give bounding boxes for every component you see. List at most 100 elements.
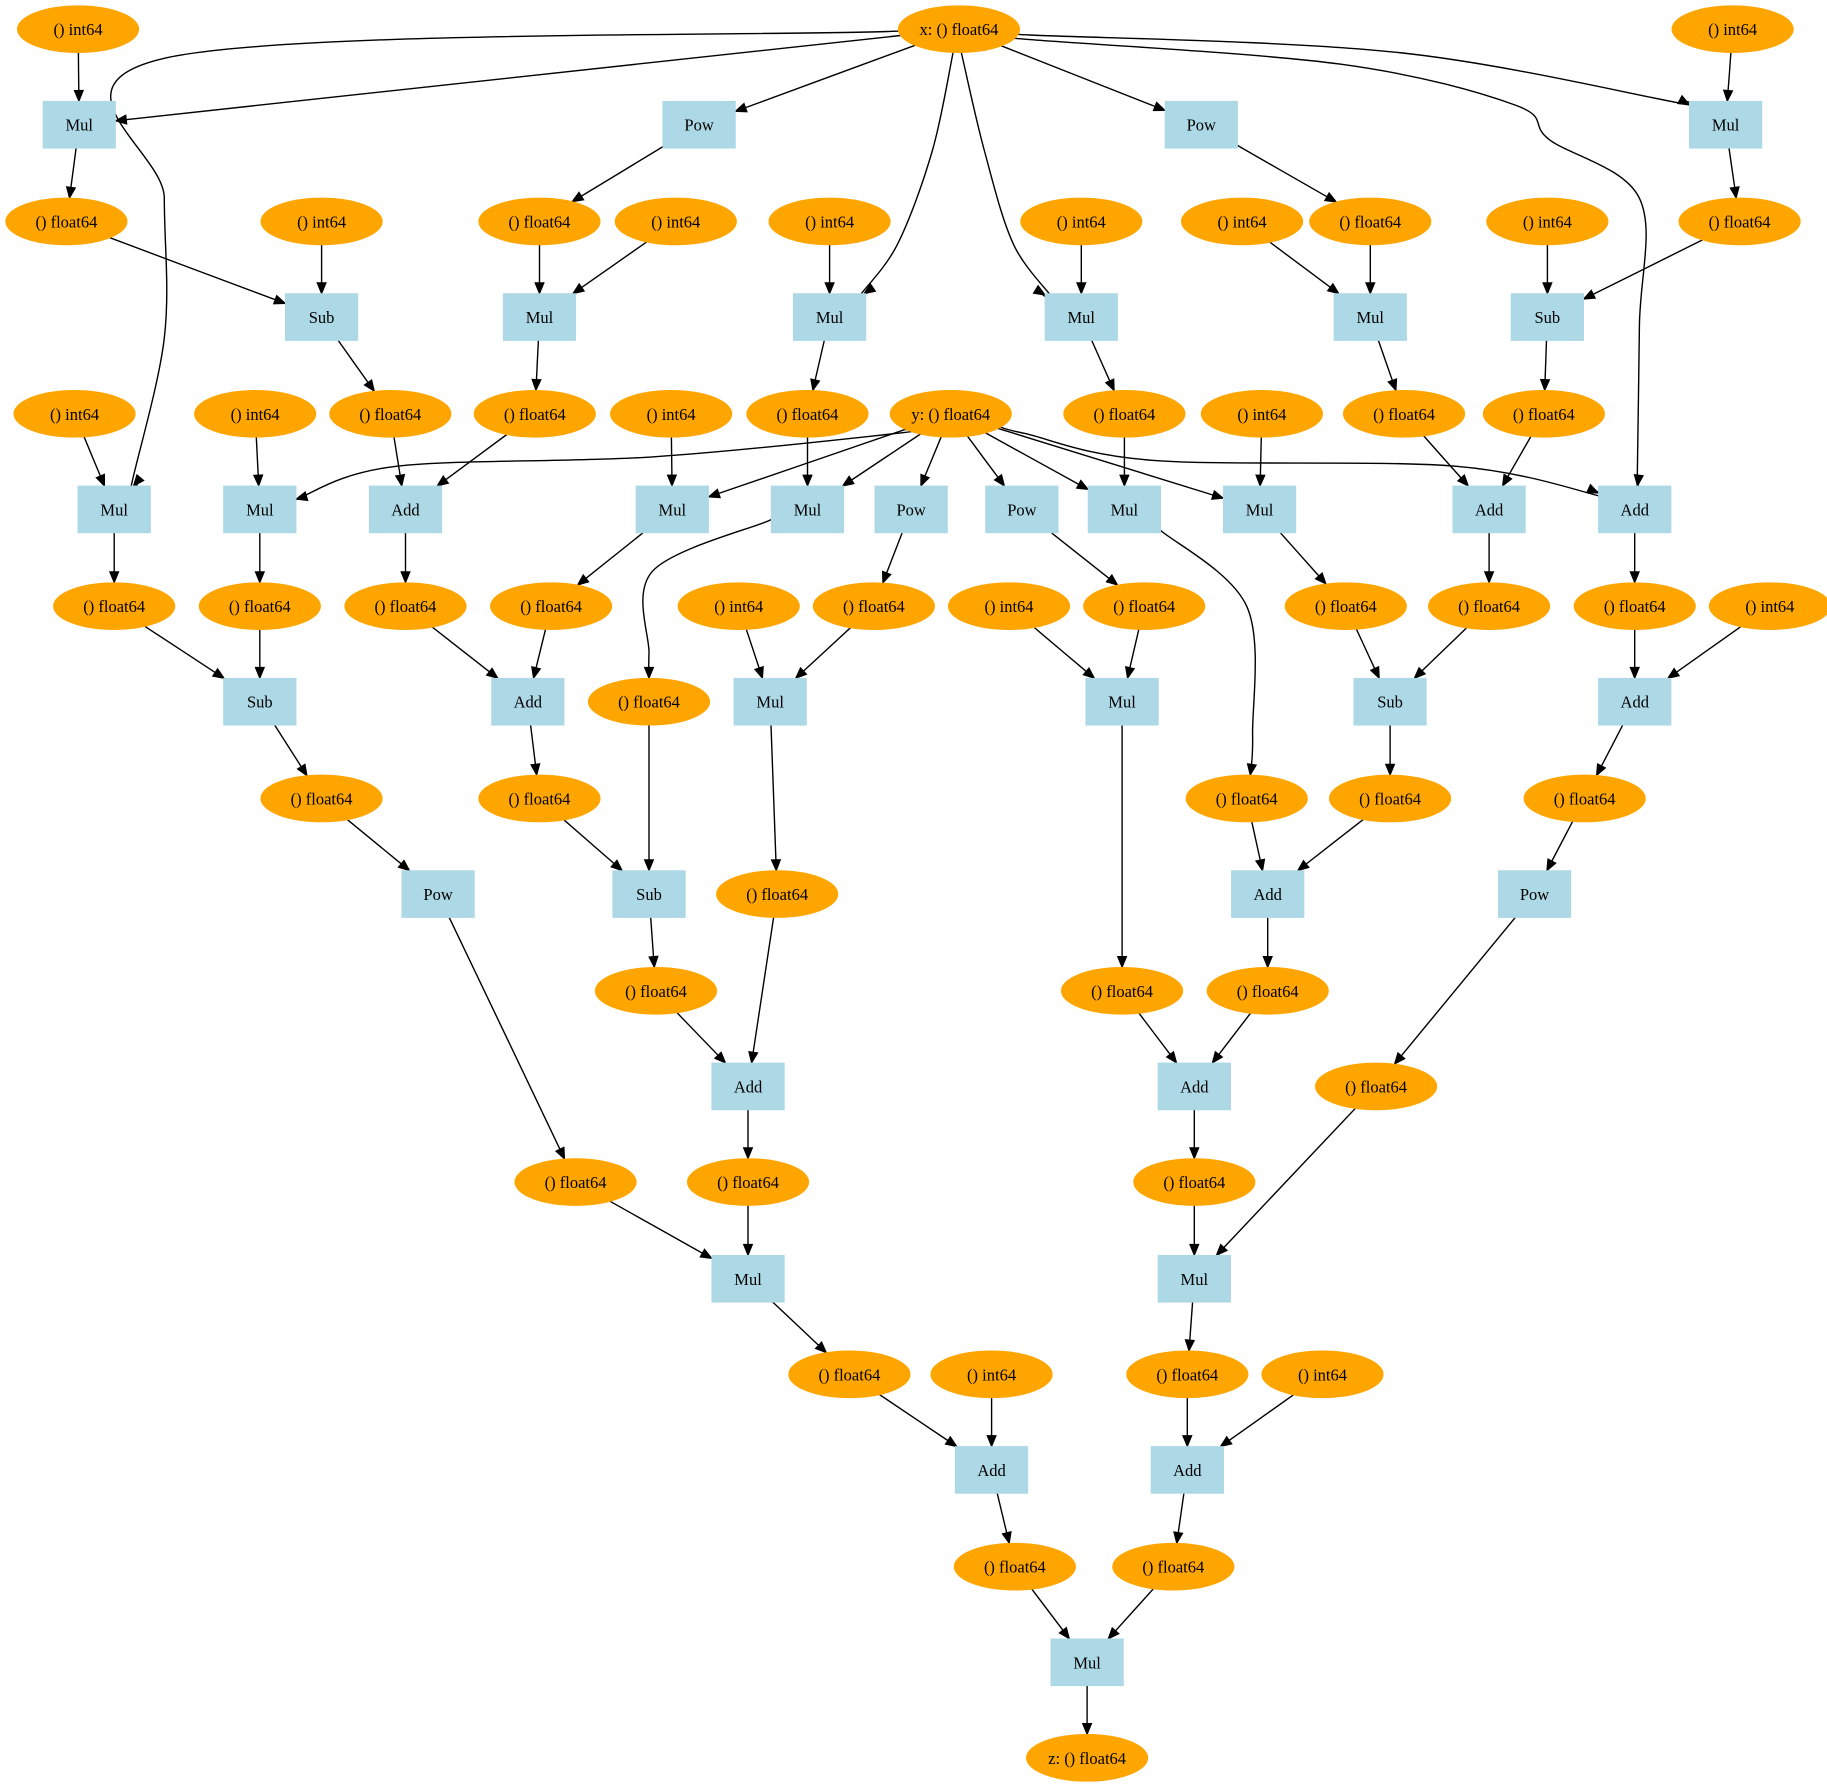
edge-v1-to-o5 bbox=[109, 237, 287, 305]
operation-node-o24: Mul bbox=[733, 677, 807, 726]
variable-label: () float64 bbox=[1163, 1173, 1225, 1192]
arrowhead bbox=[316, 282, 327, 296]
variable-ellipse bbox=[1678, 197, 1801, 246]
variable-label: () float64 bbox=[1091, 982, 1153, 1001]
variable-ellipse bbox=[812, 582, 935, 630]
variable-label: () float64 bbox=[359, 405, 421, 424]
operation-node-o6: Mul bbox=[502, 293, 577, 341]
variable-label: x: () float64 bbox=[920, 20, 999, 39]
edge-line bbox=[255, 437, 259, 476]
arrowhead bbox=[1058, 1626, 1071, 1641]
variable-node-v17: () float64 bbox=[1083, 582, 1206, 630]
edge-line bbox=[529, 725, 537, 765]
arrowhead bbox=[824, 282, 835, 296]
edge-c8-to-o10 bbox=[1542, 244, 1553, 296]
operation-box bbox=[1222, 485, 1297, 534]
arrowhead bbox=[1075, 479, 1090, 491]
variable-node-v18: () float64 bbox=[1185, 774, 1308, 823]
variable-label: () int64 bbox=[805, 212, 854, 231]
arrowhead bbox=[1326, 282, 1341, 295]
edge-x-to-o11 bbox=[110, 28, 946, 499]
edge-line bbox=[1727, 52, 1732, 91]
variable-ellipse bbox=[953, 1542, 1076, 1591]
arrowhead bbox=[920, 473, 931, 488]
arrowhead bbox=[1246, 763, 1258, 777]
edge-line bbox=[1153, 524, 1256, 777]
edge-v24-to-o32 bbox=[748, 917, 775, 1065]
variable-node-v23: () float64 bbox=[478, 774, 601, 823]
operation-box bbox=[1452, 485, 1526, 534]
edge-o10-to-v10 bbox=[1539, 340, 1551, 392]
arrowhead bbox=[770, 859, 782, 873]
edge-c17-to-o37 bbox=[1219, 1394, 1294, 1448]
edge-o2-to-v2 bbox=[570, 146, 664, 203]
operation-box bbox=[1353, 677, 1427, 726]
variable-label: () float64 bbox=[229, 597, 291, 616]
variable-node-v16: () float64 bbox=[812, 582, 935, 630]
edge-c1-to-o1 bbox=[73, 52, 85, 103]
edge-o6-to-v6 bbox=[531, 340, 542, 392]
edge-line bbox=[1189, 1302, 1194, 1341]
arrowhead bbox=[531, 666, 542, 680]
variable-ellipse bbox=[478, 197, 601, 246]
arrowhead bbox=[394, 473, 406, 488]
operation-node-o34: Mul bbox=[711, 1254, 785, 1303]
variable-node-v27: () float64 bbox=[594, 967, 718, 1015]
variable-node-v29: () float64 bbox=[1206, 967, 1329, 1015]
variable-node-v36: () float64 bbox=[953, 1542, 1076, 1591]
edge-v36-to-o38 bbox=[1031, 1588, 1071, 1641]
operation-label: Pow bbox=[1007, 500, 1036, 519]
variable-label: () float64 bbox=[1237, 982, 1299, 1001]
edge-line bbox=[1551, 820, 1574, 862]
edge-v11-to-o22 bbox=[144, 625, 226, 680]
edge-v32-to-o34 bbox=[742, 1205, 754, 1257]
variable-label: () int64 bbox=[1298, 1365, 1347, 1384]
edge-line bbox=[1218, 1012, 1252, 1055]
edge-line bbox=[126, 34, 901, 121]
variable-node-v30: () float64 bbox=[1314, 1062, 1438, 1111]
arrowhead bbox=[1189, 1243, 1200, 1257]
edge-line bbox=[851, 433, 921, 481]
edge-c9-to-o11 bbox=[83, 436, 105, 488]
variable-node-v13: () float64 bbox=[344, 582, 467, 630]
operation-label: Mul bbox=[1356, 308, 1384, 327]
variable-node-c12: () int64 bbox=[1200, 390, 1323, 438]
edge-o19-to-v19 bbox=[1279, 532, 1327, 586]
operation-label: Mul bbox=[1111, 500, 1139, 519]
arrowhead bbox=[1105, 573, 1119, 587]
edge-line bbox=[346, 819, 402, 865]
operation-node-o9: Mul bbox=[1333, 293, 1407, 341]
variable-label: () float64 bbox=[520, 597, 582, 616]
edge-o18-to-v18 bbox=[1153, 524, 1258, 777]
edge-o12-to-v12 bbox=[254, 532, 266, 585]
edge-c7-to-o9 bbox=[1269, 241, 1341, 295]
variable-node-y: y: () float64 bbox=[889, 390, 1012, 438]
operation-node-o26: Sub bbox=[1353, 677, 1427, 726]
edge-line bbox=[718, 428, 906, 495]
operation-node-o30: Add bbox=[1231, 870, 1305, 918]
edge-v6-to-o13 bbox=[435, 433, 508, 487]
variable-label: () int64 bbox=[1237, 405, 1286, 424]
edge-v23-to-o29 bbox=[563, 819, 624, 872]
edge-y-to-o15 bbox=[841, 433, 921, 487]
edge-v4-to-o10 bbox=[1582, 239, 1703, 300]
edge-v10-to-o20 bbox=[1501, 436, 1532, 488]
edge-line bbox=[857, 44, 956, 300]
arrowhead bbox=[397, 859, 411, 872]
operation-label: Mul bbox=[1073, 1653, 1101, 1672]
operation-label: Mul bbox=[1108, 693, 1136, 712]
variable-node-v15: () float64 bbox=[587, 677, 711, 726]
edge-v7-to-o15 bbox=[802, 437, 813, 488]
edge-line bbox=[745, 44, 916, 109]
variable-ellipse bbox=[897, 5, 1021, 53]
operation-label: Sub bbox=[1377, 693, 1403, 712]
variable-label: () float64 bbox=[1345, 1077, 1407, 1096]
variable-node-c9: () int64 bbox=[13, 390, 136, 438]
edge-line bbox=[772, 1301, 819, 1346]
arrowhead bbox=[1666, 667, 1681, 680]
operation-node-o17: Pow bbox=[985, 485, 1059, 534]
variable-node-v6: () float64 bbox=[473, 390, 596, 438]
edge-line bbox=[535, 629, 547, 668]
edge-line bbox=[924, 436, 942, 477]
arrowhead bbox=[485, 667, 500, 680]
